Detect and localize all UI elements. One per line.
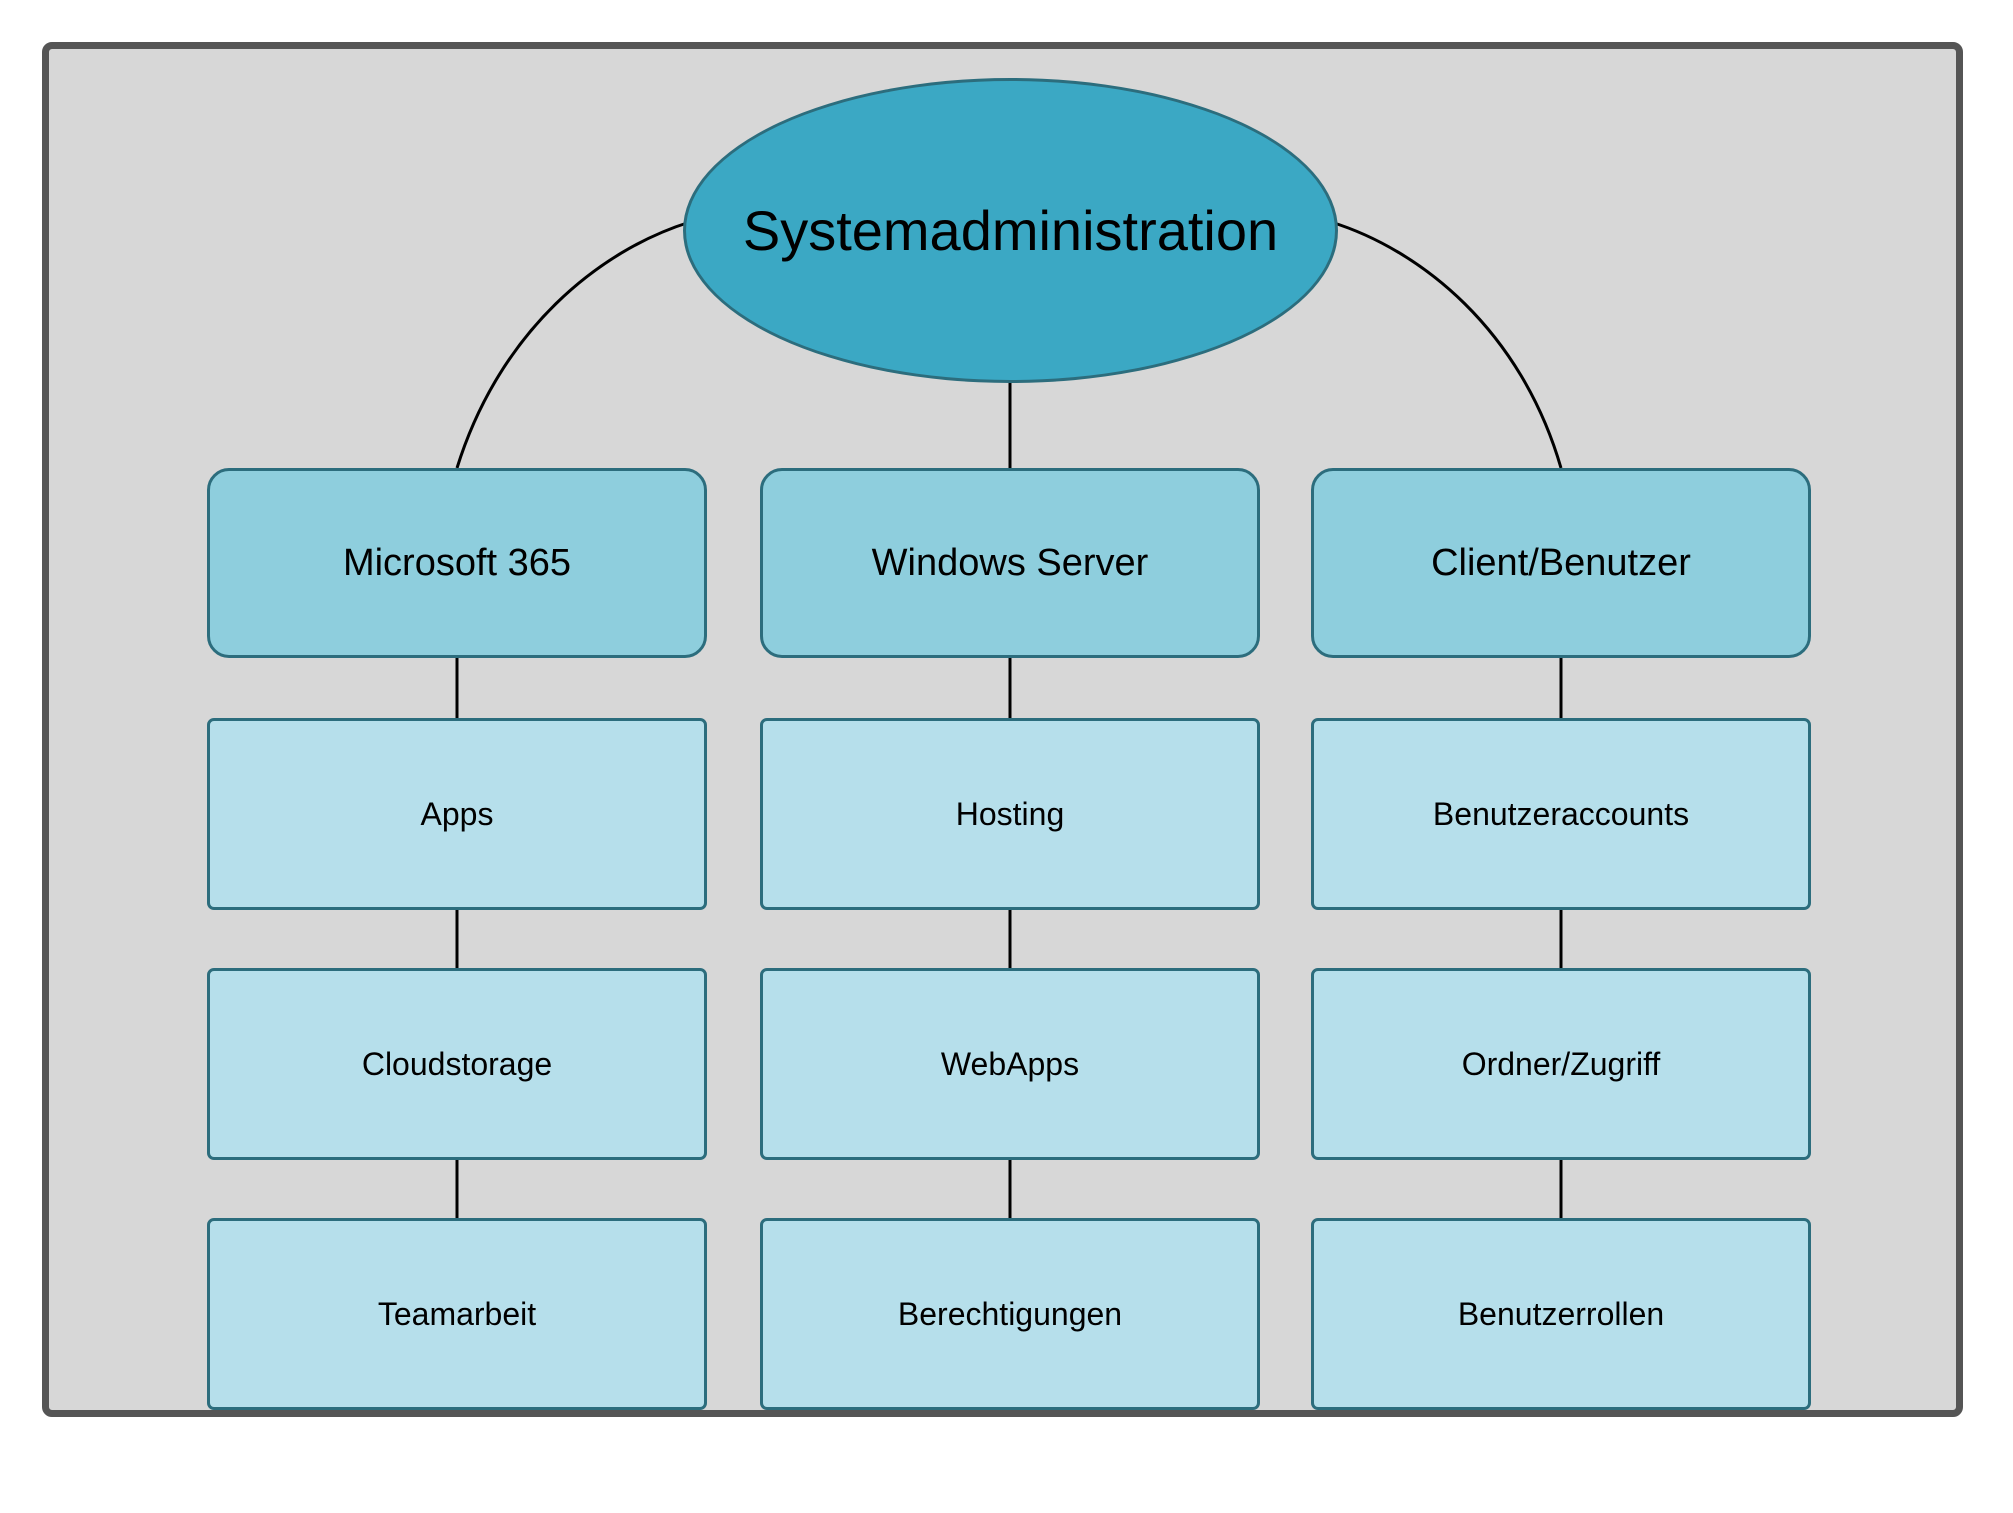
branch-node-label: Microsoft 365 <box>342 541 572 584</box>
leaf-node-apps[interactable]: Apps <box>207 718 707 910</box>
leaf-node-label: Hosting <box>955 795 1065 832</box>
leaf-node-label: Teamarbeit <box>377 1295 537 1332</box>
branch-node-label: Client/Benutzer <box>1431 541 1691 584</box>
branch-node-microsoft-365[interactable]: Microsoft 365 <box>207 468 707 658</box>
leaf-node-cloudstorage[interactable]: Cloudstorage <box>207 968 707 1160</box>
root-node-label: Systemadministration <box>742 198 1279 262</box>
branch-node-label: Windows Server <box>871 541 1149 584</box>
leaf-node-hosting[interactable]: Hosting <box>760 718 1260 910</box>
leaf-node-label: Benutzeraccounts <box>1432 795 1690 832</box>
leaf-node-ordner-zugriff[interactable]: Ordner/Zugriff <box>1311 968 1811 1160</box>
leaf-node-teamarbeit[interactable]: Teamarbeit <box>207 1218 707 1410</box>
leaf-node-label: Apps <box>420 795 494 832</box>
root-node-systemadministration[interactable]: Systemadministration <box>683 78 1338 383</box>
leaf-node-label: Berechtigungen <box>897 1295 1123 1332</box>
leaf-node-webapps[interactable]: WebApps <box>760 968 1260 1160</box>
leaf-node-label: Ordner/Zugriff <box>1461 1045 1661 1082</box>
leaf-node-label: WebApps <box>940 1045 1080 1082</box>
leaf-node-label: Benutzerrollen <box>1457 1295 1665 1332</box>
branch-node-windows-server[interactable]: Windows Server <box>760 468 1260 658</box>
leaf-node-label: Cloudstorage <box>361 1045 553 1082</box>
leaf-node-berechtigungen[interactable]: Berechtigungen <box>760 1218 1260 1410</box>
leaf-node-benutzerrollen[interactable]: Benutzerrollen <box>1311 1218 1811 1410</box>
leaf-node-benutzeraccounts[interactable]: Benutzeraccounts <box>1311 718 1811 910</box>
branch-node-client-benutzer[interactable]: Client/Benutzer <box>1311 468 1811 658</box>
